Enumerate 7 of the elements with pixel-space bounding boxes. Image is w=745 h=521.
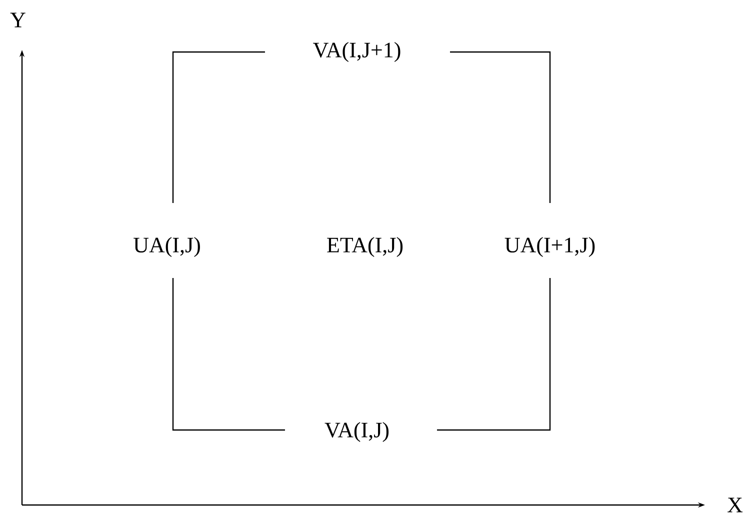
variable-label: UA(I,J) <box>134 237 200 257</box>
axis-label: Y <box>10 12 26 28</box>
variable-label: ETA(I,J) <box>327 237 403 257</box>
variable-label: VA(I,J) <box>324 422 389 442</box>
variable-label: VA(I,J+1) <box>313 42 400 62</box>
axis-label: X <box>728 498 743 512</box>
variable-label: UA(I+1,J) <box>504 237 595 257</box>
